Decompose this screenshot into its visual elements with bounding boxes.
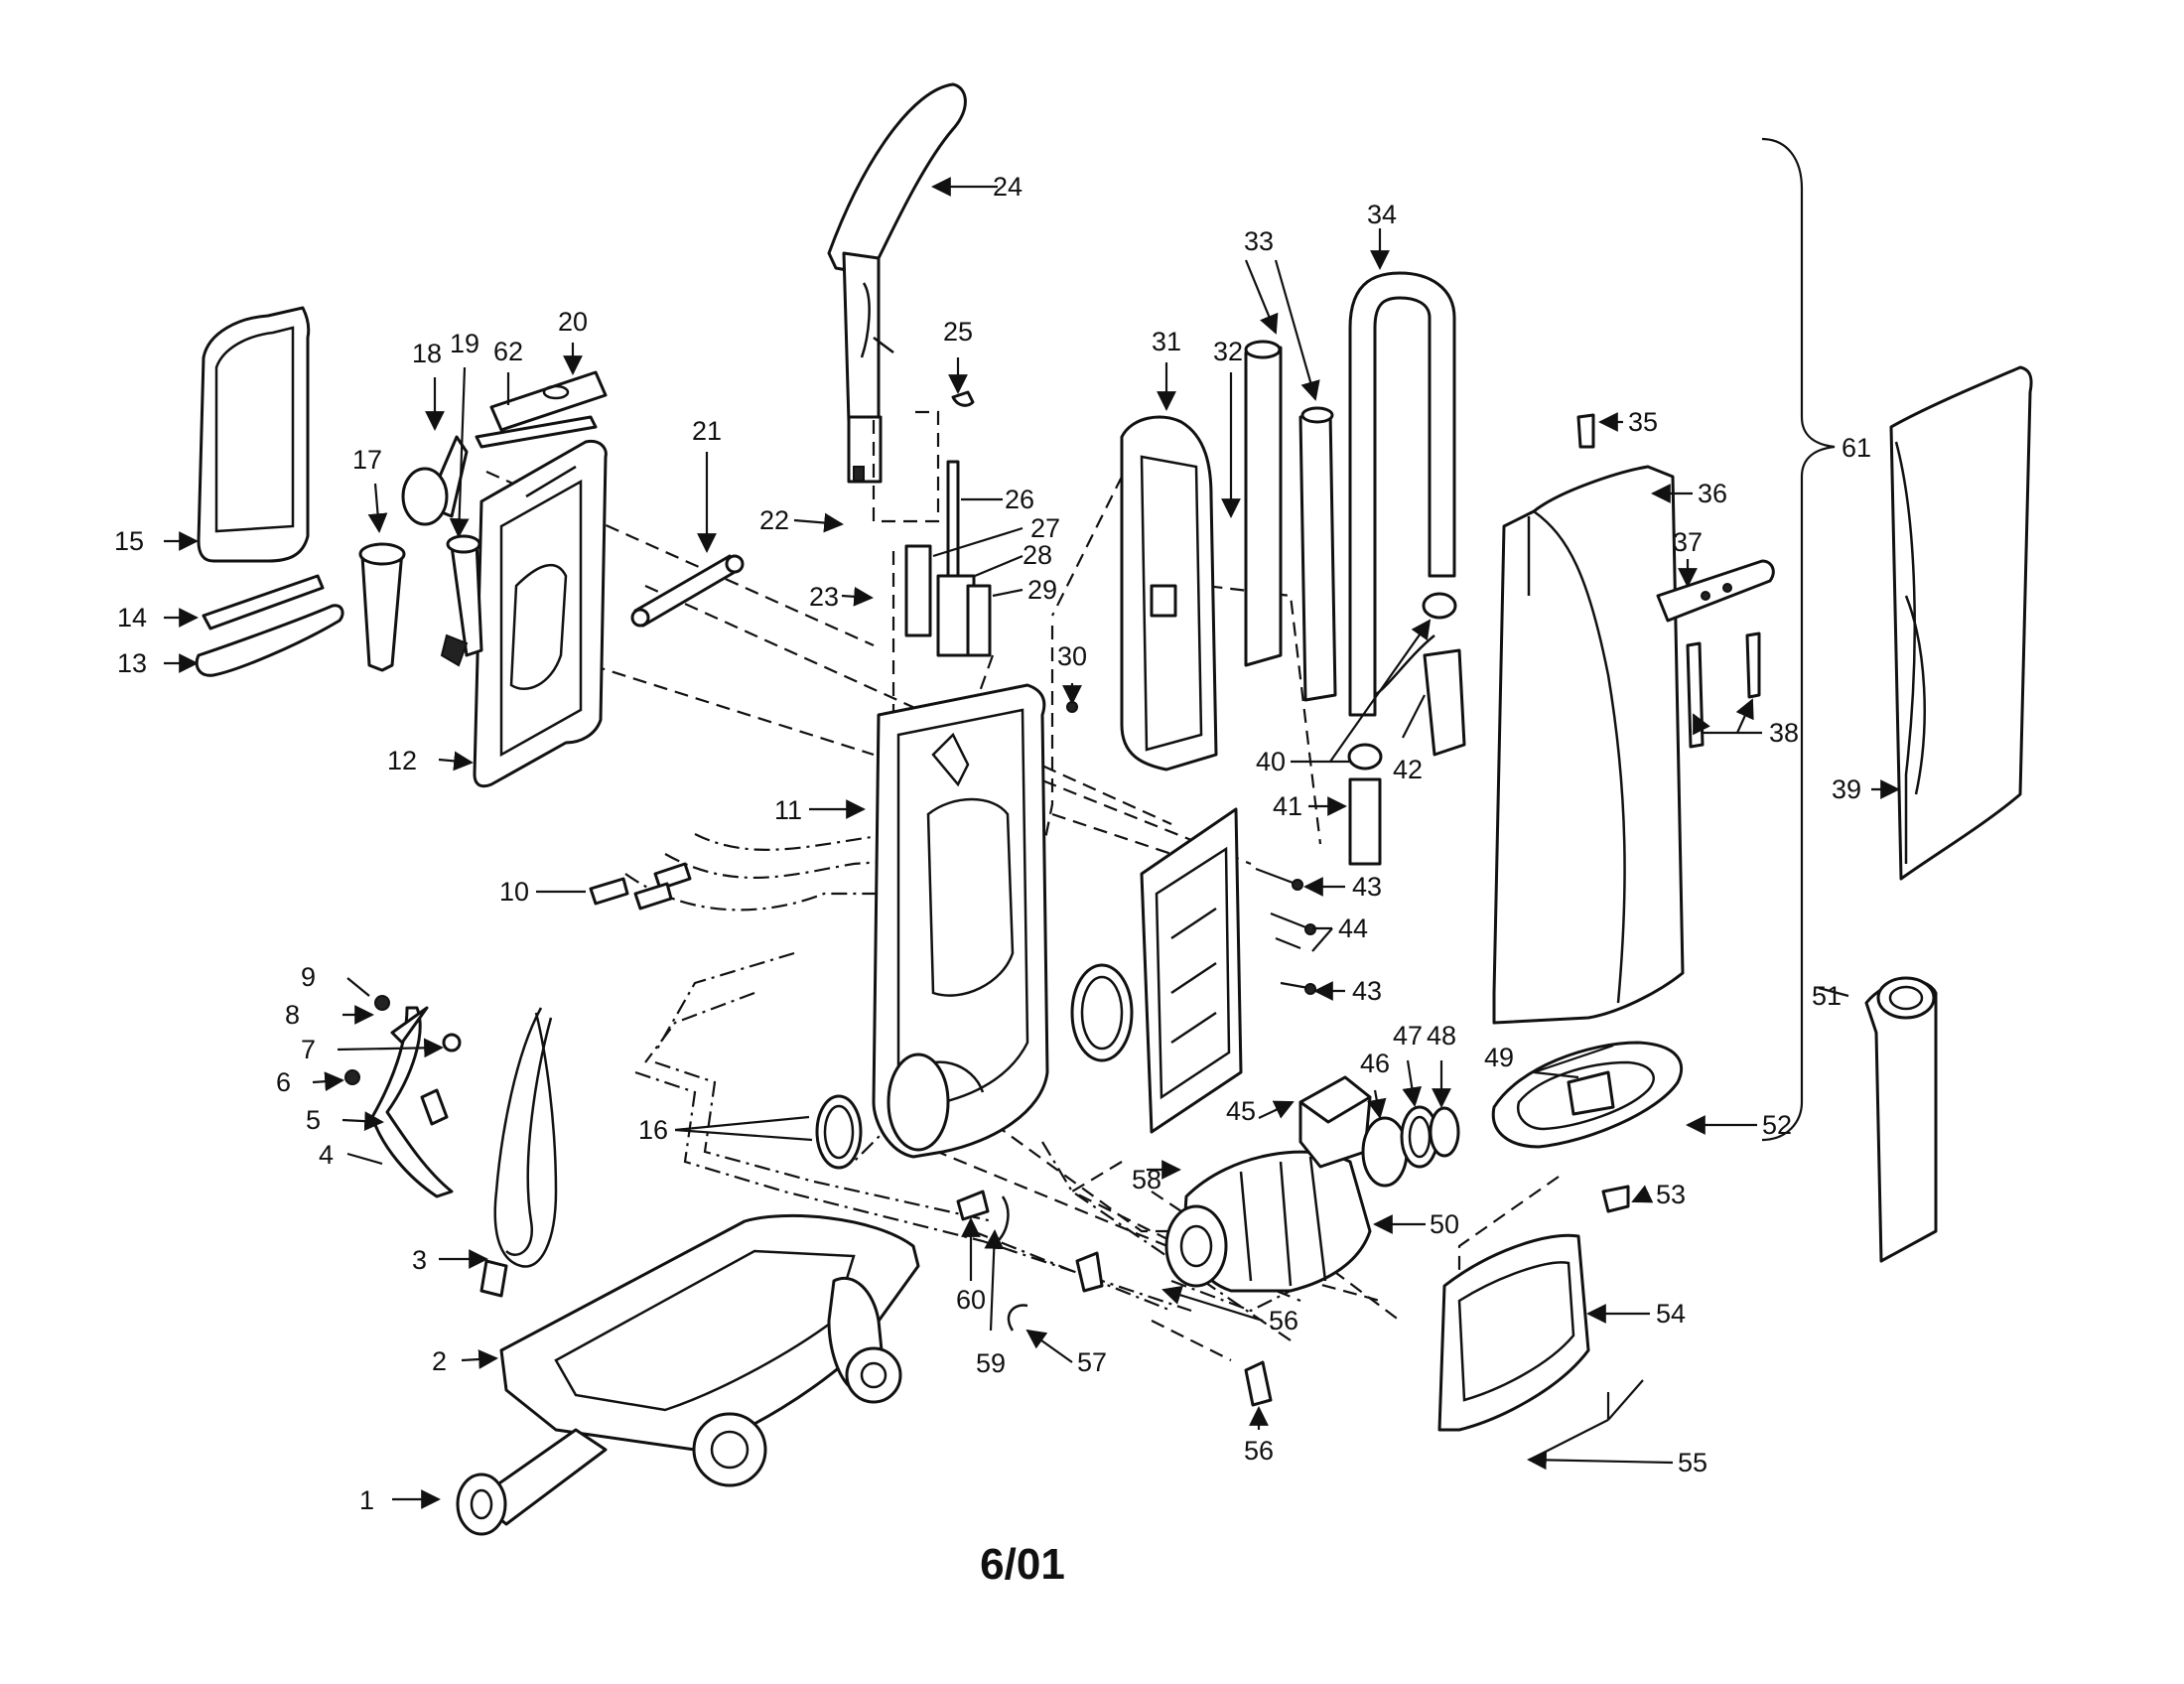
callout-31: 31 [1152,327,1181,356]
callout-24: 24 [993,172,1023,202]
callout-48: 48 [1427,1021,1456,1051]
callout-15: 15 [114,526,144,556]
callout-43: 43 [1352,872,1382,902]
callout-60: 60 [956,1285,986,1315]
part-40-42-hose-fittings [1347,592,1466,866]
part-24-handle [827,82,975,523]
callout-38: 38 [1769,718,1799,748]
callout-36: 36 [1698,479,1727,508]
callout-27: 27 [1030,513,1060,543]
callout-9: 9 [301,962,316,992]
callout-12: 12 [387,746,417,775]
callout-41: 41 [1273,791,1302,821]
callout-14: 14 [117,603,147,632]
part-2-base [499,1213,920,1487]
callout-50: 50 [1430,1209,1459,1239]
callout-33: 33 [1244,226,1274,256]
callout-57: 57 [1077,1347,1107,1377]
part-12-bag-door [473,439,608,788]
part-3-power-cord [479,1007,558,1298]
callout-leaders [164,177,1900,1509]
callout-labels: 1 2 3 4 5 6 7 8 9 10 11 12 13 14 15 16 1… [114,172,1871,1515]
callout-13: 13 [117,648,147,678]
callout-44: 44 [1338,913,1368,943]
part-52-bag-base [1491,1041,1684,1149]
callout-28: 28 [1023,540,1052,570]
callout-51: 51 [1812,981,1842,1011]
callout-47: 47 [1393,1021,1423,1051]
callout-6: 6 [276,1067,291,1097]
callout-55: 55 [1678,1448,1707,1477]
diagram-footer-date: 6/01 [980,1540,1065,1589]
callout-62: 62 [493,337,523,366]
part-11-main-body [872,683,1134,1159]
callout-39: 39 [1832,774,1861,804]
part-21-hinge [630,554,745,628]
callout-37: 37 [1673,527,1703,557]
callout-7: 7 [301,1035,316,1064]
part-43-44-screws [1255,867,1316,995]
part-13-15-trim [195,306,344,677]
callout-35: 35 [1628,407,1658,437]
callout-54: 54 [1656,1299,1686,1329]
callout-29: 29 [1027,575,1057,605]
callout-2: 2 [432,1346,447,1376]
callout-11: 11 [774,795,802,825]
callout-10: 10 [499,877,529,907]
callout-42: 42 [1393,755,1423,784]
part-33-wands [1244,340,1337,702]
part-50-motor [1164,1075,1460,1293]
callout-46: 46 [1360,1049,1390,1078]
part-34-hose [1348,271,1456,717]
callout-3: 3 [412,1245,427,1275]
callout-59: 59 [976,1348,1006,1378]
callout-34: 34 [1367,200,1397,229]
part-56-60-electrical [956,1190,1273,1407]
callout-56: 56 [1269,1306,1298,1335]
callout-20: 20 [558,307,588,337]
callout-53: 53 [1656,1180,1686,1209]
callout-56b: 56 [1244,1436,1274,1466]
part-58-back-plate [1140,807,1243,1134]
part-4-9-pedal-hardware [344,995,462,1198]
callout-26: 26 [1005,485,1034,514]
part-51-bag-collar [1864,976,1938,1263]
callout-22: 22 [759,505,789,535]
callout-4: 4 [319,1140,334,1170]
part-36-outer-bag [1492,413,1775,1025]
callout-1: 1 [359,1485,374,1515]
part-31-back-panel [1120,415,1218,772]
callout-58: 58 [1132,1165,1161,1194]
callout-30: 30 [1057,641,1087,671]
callout-19: 19 [450,329,479,358]
callout-40: 40 [1256,747,1286,776]
part-1-brushroll [456,1428,608,1536]
callout-21: 21 [692,416,722,446]
callout-16: 16 [638,1115,668,1145]
callout-43b: 43 [1352,976,1382,1006]
part-39-bag [1889,365,2033,881]
callout-17: 17 [352,445,382,475]
part-10-terminals [589,862,692,911]
part-17-20-attachments [358,370,608,672]
callout-61: 61 [1842,433,1871,463]
callout-5: 5 [306,1105,321,1135]
part-16-ring [815,1094,863,1170]
part-26-29-handle-bracket [904,460,992,657]
callout-25: 25 [943,317,973,347]
callout-45: 45 [1226,1096,1256,1126]
callout-18: 18 [412,339,442,368]
callout-49: 49 [1484,1043,1514,1072]
callout-8: 8 [285,1000,300,1030]
callout-32: 32 [1213,337,1243,366]
callout-52: 52 [1762,1110,1792,1140]
bracket-61-brace [1761,137,1836,1142]
part-54-motor-cover [1437,1185,1630,1432]
callout-23: 23 [809,582,839,612]
